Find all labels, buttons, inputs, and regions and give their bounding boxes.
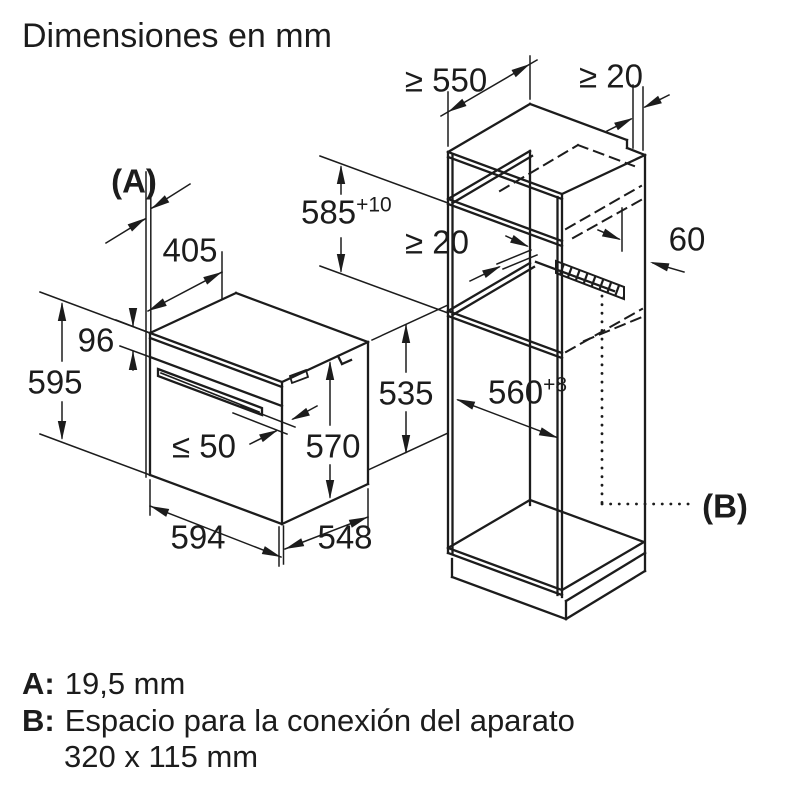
dim-595-label: 595 [27,363,83,401]
dim-570-label: 570 [305,427,361,465]
dim-585-label: 585+10 [301,193,392,231]
dim-405-label: 405 [162,231,218,269]
marker-b-label: (B) [702,487,748,525]
dim-96-label: 96 [77,321,115,359]
dim-60-label: 60 [668,220,706,258]
dim-le50-label: ≤ 50 [172,427,236,465]
legend-b-size: 320 x 115 mm [64,739,259,774]
dim-ge550-label: ≥ 550 [404,61,488,99]
dim-560-label: 560+8 [488,373,568,411]
legend-b: B: Espacio para la conexión del aparato [22,705,575,736]
page-title: Dimensiones en mm [22,17,332,55]
legend-a-value: 19,5 mm [64,666,186,701]
legend-b-value: Espacio para la conexión del aparato [64,703,575,738]
dim-585-tolerance: +10 [356,193,392,217]
dim-ge20-top-label: ≥ 20 [579,57,643,95]
legend-a-key: A: [22,666,55,701]
legend-a: A: 19,5 mm [22,668,185,699]
dim-548-label: 548 [317,518,373,556]
dim-594-label: 594 [170,518,226,556]
dim-535-label: 535 [378,374,434,412]
dim-ge20-inner-label: ≥ 20 [405,223,469,261]
marker-a-label: (A) [111,162,157,200]
legend-b-key: B: [22,703,55,738]
dim-560-tolerance: +8 [543,373,568,397]
